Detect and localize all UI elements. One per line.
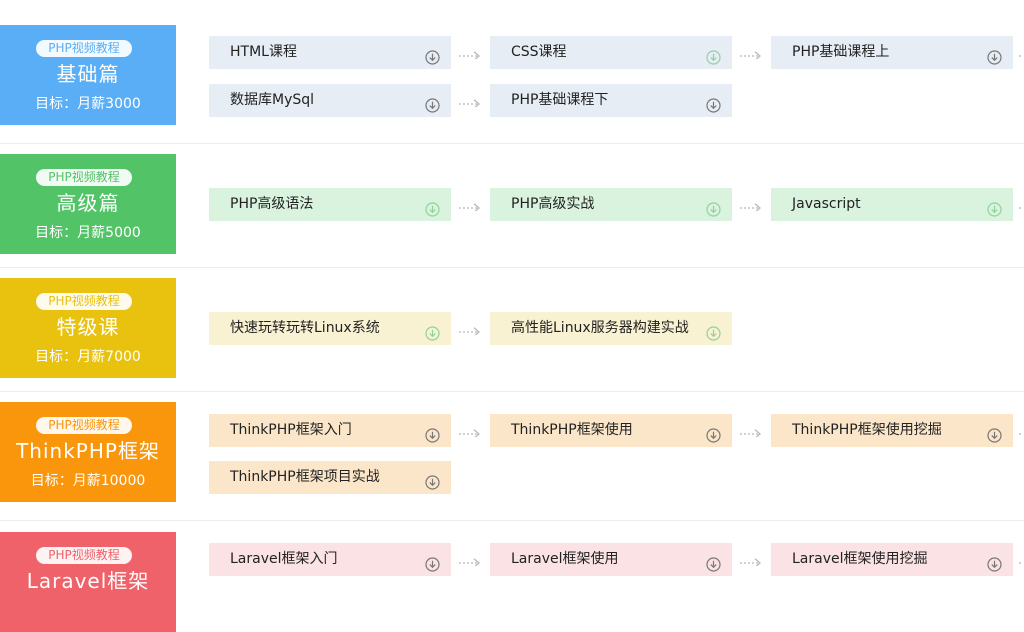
download-circle-icon[interactable]	[706, 93, 721, 113]
download-circle-icon[interactable]	[987, 45, 1002, 65]
course-item[interactable]: ThinkPHP框架项目实战	[209, 461, 451, 494]
download-circle-icon[interactable]	[425, 423, 440, 443]
course-item[interactable]: PHP基础课程上	[771, 36, 1013, 69]
course-item-label: Laravel框架入门	[230, 551, 338, 567]
section-divider	[0, 267, 1024, 268]
salary-goal: 目标：月薪10000	[30, 473, 146, 489]
course-item[interactable]: Laravel框架使用	[490, 543, 732, 576]
salary-goal: 目标：月薪5000	[35, 225, 141, 241]
download-circle-icon[interactable]	[987, 552, 1002, 572]
level-card[interactable]: PHP视频教程特级课目标：月薪7000	[0, 278, 176, 378]
course-item[interactable]: Laravel框架入门	[209, 543, 451, 576]
download-circle-icon[interactable]	[425, 321, 440, 341]
download-circle-icon[interactable]	[706, 45, 721, 65]
level-card[interactable]: PHP视频教程 Laravel框架	[0, 532, 176, 632]
dotted-arrow-icon	[1018, 425, 1022, 437]
course-item-label: Laravel框架使用挖掘	[792, 551, 928, 567]
course-item[interactable]: Javascript	[771, 188, 1013, 221]
download-circle-icon[interactable]	[987, 197, 1002, 217]
course-item[interactable]: PHP基础课程下	[490, 84, 732, 117]
course-item[interactable]: 快速玩转玩转Linux系统	[209, 312, 451, 345]
dotted-arrow-icon	[739, 425, 765, 437]
download-circle-icon[interactable]	[425, 197, 440, 217]
dotted-arrow-icon	[458, 425, 484, 437]
course-item-label: PHP基础课程下	[511, 92, 609, 108]
dotted-arrow-icon	[739, 199, 765, 211]
dotted-arrow-icon	[1018, 199, 1022, 211]
section-divider	[0, 520, 1024, 521]
download-circle-icon[interactable]	[425, 93, 440, 113]
dotted-arrow-icon	[458, 47, 484, 59]
download-circle-icon[interactable]	[987, 423, 1002, 443]
course-badge: PHP视频教程	[36, 169, 132, 186]
course-item-label: ThinkPHP框架项目实战	[230, 469, 380, 485]
level-card[interactable]: PHP视频教程基础篇目标：月薪3000	[0, 25, 176, 125]
dotted-arrow-icon	[739, 47, 765, 59]
course-item[interactable]: PHP高级实战	[490, 188, 732, 221]
course-badge: PHP视频教程	[36, 547, 132, 564]
course-item-label: 数据库MySql	[230, 92, 315, 108]
level-title: 特级课	[56, 315, 120, 339]
dotted-arrow-icon	[458, 199, 484, 211]
course-item-label: ThinkPHP框架使用挖掘	[792, 422, 942, 438]
dotted-arrow-icon	[458, 554, 484, 566]
download-circle-icon[interactable]	[425, 45, 440, 65]
salary-goal: 目标：月薪3000	[35, 96, 141, 112]
salary-goal: 目标：月薪7000	[35, 349, 141, 365]
dotted-arrow-icon	[1018, 47, 1022, 59]
course-item[interactable]: PHP高级语法	[209, 188, 451, 221]
course-badge: PHP视频教程	[36, 417, 132, 434]
course-item-label: 快速玩转玩转Linux系统	[230, 320, 380, 336]
dotted-arrow-icon	[458, 95, 484, 107]
download-circle-icon[interactable]	[425, 470, 440, 490]
course-item[interactable]: ThinkPHP框架使用挖掘	[771, 414, 1013, 447]
level-title: 高级篇	[56, 191, 120, 215]
course-item-label: CSS课程	[511, 44, 567, 60]
course-item-label: Javascript	[792, 196, 861, 212]
course-item[interactable]: 数据库MySql	[209, 84, 451, 117]
course-item[interactable]: ThinkPHP框架使用	[490, 414, 732, 447]
course-item[interactable]: ThinkPHP框架入门	[209, 414, 451, 447]
section-divider	[0, 143, 1024, 144]
course-badge: PHP视频教程	[36, 40, 132, 57]
course-item-label: ThinkPHP框架使用	[511, 422, 633, 438]
level-title: ThinkPHP框架	[16, 439, 160, 463]
dotted-arrow-icon	[1018, 554, 1022, 566]
course-item[interactable]: Laravel框架使用挖掘	[771, 543, 1013, 576]
course-item-label: Laravel框架使用	[511, 551, 619, 567]
course-item-label: PHP高级语法	[230, 196, 314, 212]
level-card[interactable]: PHP视频教程 ThinkPHP框架目标：月薪10000	[0, 402, 176, 502]
course-item-label: ThinkPHP框架入门	[230, 422, 352, 438]
download-circle-icon[interactable]	[706, 321, 721, 341]
download-circle-icon[interactable]	[706, 552, 721, 572]
course-badge: PHP视频教程	[36, 293, 132, 310]
level-title: Laravel框架	[26, 569, 150, 593]
course-item[interactable]: HTML课程	[209, 36, 451, 69]
download-circle-icon[interactable]	[706, 197, 721, 217]
course-item-label: HTML课程	[230, 44, 297, 60]
course-item-label: 高性能Linux服务器构建实战	[511, 320, 689, 336]
dotted-arrow-icon	[458, 323, 484, 335]
course-item-label: PHP高级实战	[511, 196, 595, 212]
dotted-arrow-icon	[739, 554, 765, 566]
level-card[interactable]: PHP视频教程高级篇目标：月薪5000	[0, 154, 176, 254]
download-circle-icon[interactable]	[706, 423, 721, 443]
section-divider	[0, 391, 1024, 392]
download-circle-icon[interactable]	[425, 552, 440, 572]
course-item-label: PHP基础课程上	[792, 44, 890, 60]
level-title: 基础篇	[56, 62, 120, 86]
course-item[interactable]: 高性能Linux服务器构建实战	[490, 312, 732, 345]
course-item[interactable]: CSS课程	[490, 36, 732, 69]
